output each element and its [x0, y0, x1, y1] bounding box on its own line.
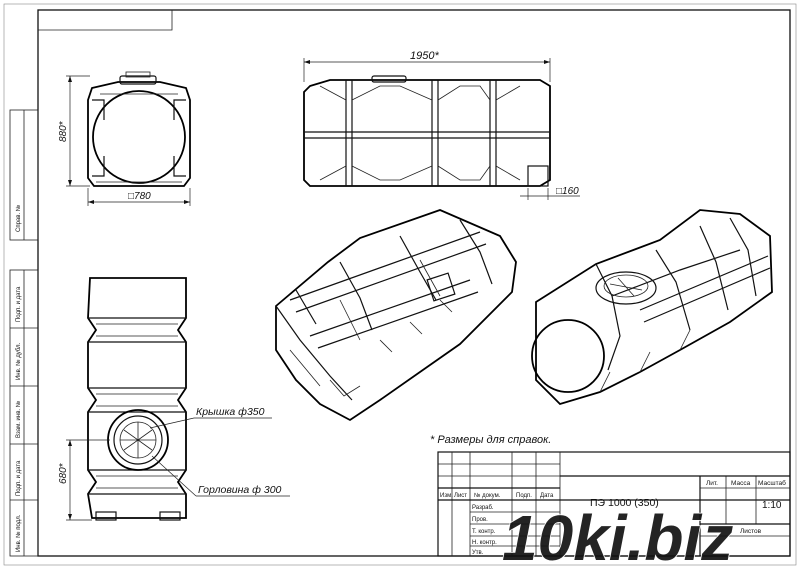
drawing-name: ПЭ 1000 (350)	[590, 497, 659, 509]
side-label-5: Подп. и дата	[16, 460, 22, 496]
side-strip: Справ. № Подп. и дата Инв. № дубл. Взам.…	[9, 109, 39, 557]
col-header-sign: Подп.	[516, 493, 532, 499]
side-leg-dim: □160	[556, 186, 579, 197]
row-label-developer: Разраб.	[472, 505, 494, 511]
top-view: 680* Крышка ф350 Горловина ф 300	[58, 277, 290, 521]
front-width-dim: □780	[128, 191, 151, 202]
side-label-1: Справ. №	[15, 205, 22, 232]
row-label-approved: Утв.	[472, 550, 484, 556]
col-header-list: Лист	[454, 493, 467, 499]
col-header-izm: Изм.	[440, 493, 453, 499]
title-block: Изм. Лист № докум. Подп. Дата Разраб. Пр…	[437, 451, 791, 557]
side-label-3: Инв. № дубл.	[15, 343, 22, 380]
front-height-dim: 880*	[58, 120, 69, 142]
top-stamp-box	[38, 10, 173, 31]
row-label-checked: Пров.	[472, 517, 488, 523]
side-label-2: Подп. и дата	[16, 286, 22, 322]
col-header-doc: № докум.	[474, 492, 501, 499]
stage-header-mass: Масса	[731, 480, 751, 487]
side-length-dim: 1950*	[410, 50, 439, 62]
watermark: 10ki.biz	[502, 502, 733, 569]
lid-callout: Крышка ф350	[196, 406, 265, 418]
iso-view-top	[531, 209, 773, 406]
scale-value: 1:10	[762, 500, 782, 511]
side-label-6: Инв. № подл.	[15, 514, 22, 552]
iso-view-bottom	[275, 209, 517, 422]
bottom-height-dim: 680*	[58, 462, 69, 484]
stage-header-lit: Лит.	[706, 480, 718, 487]
neck-callout: Горловина ф 300	[198, 484, 282, 496]
col-header-date: Дата	[540, 493, 554, 499]
side-view: 1950* □160	[303, 50, 580, 200]
front-view: 880* □780	[58, 71, 191, 206]
side-label-4: Взам. инв. №	[15, 401, 22, 438]
sheets-label: Листов	[740, 528, 762, 535]
stage-header-scale: Масштаб	[758, 479, 786, 487]
reference-note: * Размеры для справок.	[430, 434, 551, 446]
row-label-tech-control: Т. контр.	[472, 529, 496, 535]
row-label-norm-control: Н. контр.	[472, 540, 497, 546]
outer-frame	[3, 3, 797, 566]
